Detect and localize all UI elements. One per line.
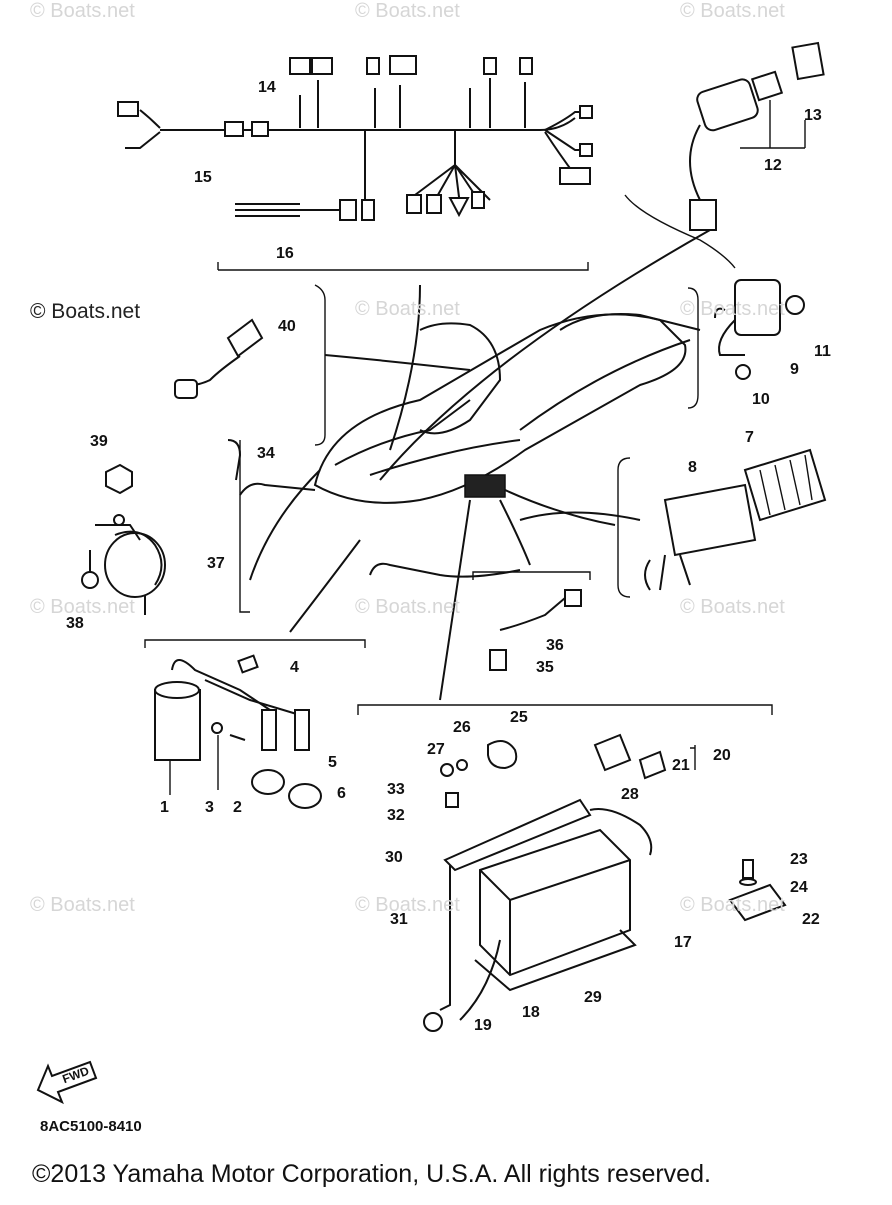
rectifier-drawing xyxy=(617,448,827,598)
watermark-boats-net: © Boats.net xyxy=(30,300,141,323)
callout-number: 17 xyxy=(674,934,692,951)
callout-number: 3 xyxy=(205,799,214,816)
watermark-text: © Boats.net xyxy=(355,298,460,320)
callout-number: 13 xyxy=(804,107,822,124)
callout-number: 31 xyxy=(390,911,408,928)
ignition-coil-drawing xyxy=(144,639,366,809)
copyright-notice: ©2013 Yamaha Motor Corporation, U.S.A. A… xyxy=(32,1160,711,1188)
horn-drawing xyxy=(81,463,166,615)
watermark-text: © Boats.net xyxy=(355,894,460,916)
watermark-text: © Boats.net xyxy=(355,596,460,618)
relay-drawing xyxy=(687,279,805,409)
callout-number: 18 xyxy=(522,1004,540,1021)
callout-number: 15 xyxy=(194,169,212,186)
callout-number: 28 xyxy=(621,786,639,803)
callout-number: 9 xyxy=(790,361,799,378)
callout-number: 20 xyxy=(713,747,731,764)
watermark-text: © Boats.net xyxy=(680,596,785,618)
callout-number: 32 xyxy=(387,807,405,824)
callout-number: 29 xyxy=(584,989,602,1006)
callout-number: 5 xyxy=(328,754,337,771)
callout-number: 22 xyxy=(802,911,820,928)
switch-40-drawing xyxy=(174,318,264,481)
callout-number: 19 xyxy=(474,1017,492,1034)
callout-number: 37 xyxy=(207,555,225,572)
watermark-text: © Boats.net xyxy=(355,0,460,22)
fwd-arrow-icon xyxy=(36,1060,98,1105)
snowmobile-body-drawing xyxy=(239,229,711,701)
callout-number: 40 xyxy=(278,318,296,335)
callout-number: 21 xyxy=(672,757,690,774)
callout-number: 39 xyxy=(90,433,108,450)
callout-number: 6 xyxy=(337,785,346,802)
wire-harness-drawing xyxy=(117,55,593,271)
watermark-text: © Boats.net xyxy=(30,894,135,916)
oil-switch-drawing xyxy=(472,571,591,671)
watermark-text: © Boats.net xyxy=(30,596,135,618)
callout-number: 36 xyxy=(546,637,564,654)
callout-number: 4 xyxy=(290,659,299,676)
callout-number: 23 xyxy=(790,851,808,868)
callout-number: 38 xyxy=(66,615,84,632)
battery-drawing xyxy=(357,704,787,1032)
callout-number: 30 xyxy=(385,849,403,866)
callout-number: 12 xyxy=(764,157,782,174)
callout-number: 1 xyxy=(160,799,169,816)
callout-number: 14 xyxy=(258,79,276,96)
callout-number: 35 xyxy=(536,659,554,676)
callout-number: 11 xyxy=(814,343,831,360)
main-switch-drawing xyxy=(624,41,825,269)
watermark-text: © Boats.net xyxy=(680,894,785,916)
callout-number: 10 xyxy=(752,391,770,408)
callout-number: 34 xyxy=(257,445,275,462)
part-code: 8AC5100-8410 xyxy=(40,1118,142,1135)
callout-number: 2 xyxy=(233,799,242,816)
callout-number: 25 xyxy=(510,709,528,726)
callout-number: 24 xyxy=(790,879,808,896)
callout-number: 16 xyxy=(276,245,294,262)
watermark-text: © Boats.net xyxy=(30,0,135,22)
watermark-text: © Boats.net xyxy=(680,298,785,320)
callout-number: 26 xyxy=(453,719,471,736)
callout-number: 8 xyxy=(688,459,697,476)
callout-number: 33 xyxy=(387,781,405,798)
watermark-text: © Boats.net xyxy=(680,0,785,22)
callout-number: 27 xyxy=(427,741,445,758)
callout-number: 7 xyxy=(745,429,754,446)
